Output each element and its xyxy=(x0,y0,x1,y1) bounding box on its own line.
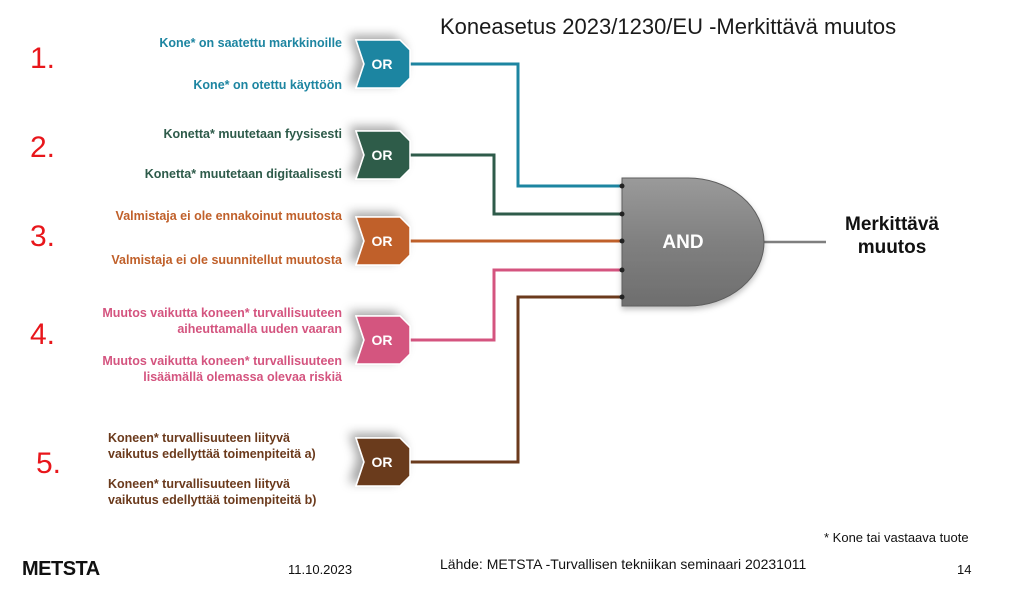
footer-source: Lähde: METSTA -Turvallisen tekniikan sem… xyxy=(440,556,807,572)
junction-dot xyxy=(619,267,625,273)
group-number-1: 1. xyxy=(30,42,56,75)
result-line-1: Merkittävä xyxy=(845,214,939,235)
condition-3b: Valmistaja ei ole suunnitellut muutosta xyxy=(111,253,342,267)
junction-dot xyxy=(619,238,625,244)
or-gate-label-2: OR xyxy=(371,147,393,163)
or-gate-label-4: OR xyxy=(371,332,393,348)
condition-5a: Koneen* turvallisuuteen liityvä vaikutus… xyxy=(108,431,316,461)
group-number-5: 5. xyxy=(36,447,62,480)
condition-4a: Muutos vaikutta koneen* turvallisuuteen … xyxy=(102,306,342,336)
wire-2 xyxy=(408,153,622,216)
junction-dot xyxy=(619,294,625,300)
wire-1 xyxy=(408,62,622,188)
or-gate-label-5: OR xyxy=(371,454,393,470)
or-gate-label-1: OR xyxy=(371,56,393,72)
page-number: 14 xyxy=(957,562,972,577)
group-number-2: 2. xyxy=(30,131,56,164)
page-title: Koneasetus 2023/1230/EU -Merkittävä muut… xyxy=(440,14,897,39)
condition-5b: Koneen* turvallisuuteen liityvä vaikutus… xyxy=(108,477,317,507)
condition-2b: Konetta* muutetaan digitaalisesti xyxy=(144,167,342,181)
condition-3a: Valmistaja ei ole ennakoinut muutosta xyxy=(115,209,342,223)
group-number-4: 4. xyxy=(30,318,56,351)
condition-1a: Kone* on saatettu markkinoille xyxy=(159,36,342,50)
footer-date: 11.10.2023 xyxy=(288,562,353,577)
or-gate-1 xyxy=(354,39,411,89)
condition-2a: Konetta* muutetaan fyysisesti xyxy=(163,127,342,141)
or-gate-2 xyxy=(354,130,411,180)
condition-4b: Muutos vaikutta koneen* turvallisuuteen … xyxy=(102,354,342,384)
result-line-2: muutos xyxy=(857,237,927,258)
or-gate-5 xyxy=(354,437,411,487)
footnote: * Kone tai vastaava tuote xyxy=(824,530,969,545)
or-gate-3 xyxy=(354,216,411,266)
or-gate-label-3: OR xyxy=(371,233,393,249)
condition-1b: Kone* on otettu käyttöön xyxy=(193,78,342,92)
wire-4 xyxy=(408,268,622,342)
result-label: Merkittävä muutos xyxy=(828,213,956,259)
junction-dot xyxy=(619,211,625,217)
group-number-3: 3. xyxy=(30,220,56,253)
junction-dot xyxy=(619,183,625,189)
or-gate-4 xyxy=(354,315,411,365)
and-gate-label: AND xyxy=(662,232,704,253)
wire-5 xyxy=(408,295,622,464)
metsta-logo: METSTA xyxy=(22,558,100,580)
and-gate xyxy=(621,177,765,307)
